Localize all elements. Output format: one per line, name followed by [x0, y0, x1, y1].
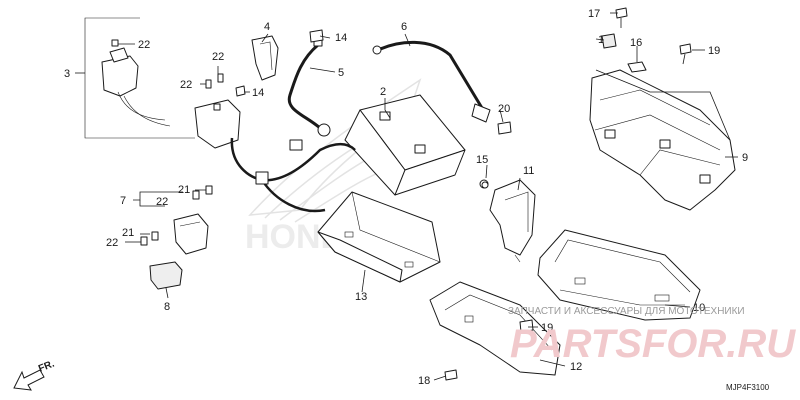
part-7-relay: [140, 185, 213, 255]
callout-13: 13: [355, 291, 367, 303]
part-5-cable: [287, 35, 331, 137]
callout-8: 8: [164, 301, 170, 313]
callout-11: 11: [523, 165, 534, 177]
callout-22-b: 22: [212, 51, 224, 63]
callout-15: 15: [476, 154, 488, 166]
part-1-grommet: [601, 33, 617, 49]
shop-watermark: ЗАПЧАСТИ И АКСЕССУАРЫ ДЛЯ МОТОТЕХНИКИ PA…: [508, 306, 796, 366]
part-10-lower-tray: [537, 229, 701, 321]
part-13-battery-tray: [317, 191, 441, 283]
wire-harness: [194, 99, 356, 213]
callout-2: 2: [380, 86, 386, 98]
bolt-15: [481, 181, 489, 189]
clips-22: [205, 73, 224, 89]
callout-17: 17: [588, 8, 600, 20]
part-9-frame: [589, 69, 736, 211]
callout-3: 3: [64, 68, 70, 80]
callout-6: 6: [401, 21, 407, 33]
callout-21-a: 21: [178, 184, 190, 196]
part-4-bracket: [251, 35, 279, 81]
clip-22-a: [111, 39, 119, 47]
clip-14-a: [309, 29, 324, 43]
callout-16: 16: [630, 37, 642, 49]
direction-label: FR.: [37, 358, 56, 374]
callout-20: 20: [498, 103, 510, 115]
callout-19-b: 19: [541, 322, 553, 334]
callout-22-a: 22: [138, 39, 150, 51]
callout-22-d: 22: [156, 196, 168, 208]
callout-19-a: 19: [708, 45, 720, 57]
clip-16: [627, 61, 647, 73]
bolt-17: [615, 7, 628, 28]
callout-7: 7: [120, 195, 126, 207]
watermark-text: ЗАПЧАСТИ И АКСЕССУАРЫ ДЛЯ МОТОТЕХНИКИ: [508, 306, 745, 317]
front-direction-arrow: FR.: [13, 358, 56, 391]
callout-5: 5: [338, 67, 344, 79]
callout-9: 9: [742, 152, 748, 164]
bolt-20: [497, 121, 512, 135]
callout-12: 12: [570, 361, 582, 373]
callout-labels: 1 2 3 4 5 6 7 8 9 10 11 12 13 14 14 15 1…: [64, 8, 748, 387]
callout-10: 10: [693, 302, 705, 314]
part-6-cable: [372, 40, 491, 123]
diagram-code: MJP4F3100: [726, 383, 770, 392]
bolt-18: [444, 369, 458, 381]
callout-22-e: 22: [106, 237, 118, 249]
callout-21-b: 21: [122, 227, 134, 239]
part-12-bottom-cover: [429, 281, 561, 376]
callout-14-a: 14: [335, 32, 347, 44]
callout-4: 4: [264, 21, 270, 33]
clip-14-b: [235, 85, 246, 97]
watermark-brand: PARTSFOR.RU: [510, 322, 796, 366]
callout-22-c: 22: [180, 79, 192, 91]
part-2-battery: [344, 94, 466, 196]
callout-14-b: 14: [252, 87, 264, 99]
callout-1: 1: [598, 34, 604, 46]
part-11-bracket: [479, 179, 536, 263]
callout-18: 18: [418, 375, 430, 387]
part-3-connector-box: [84, 17, 195, 139]
bolt-19-top: [679, 43, 692, 65]
leader-lines: [75, 12, 738, 381]
part-8-relay-cover: [149, 261, 183, 290]
bolt-19-bottom: [519, 319, 534, 333]
